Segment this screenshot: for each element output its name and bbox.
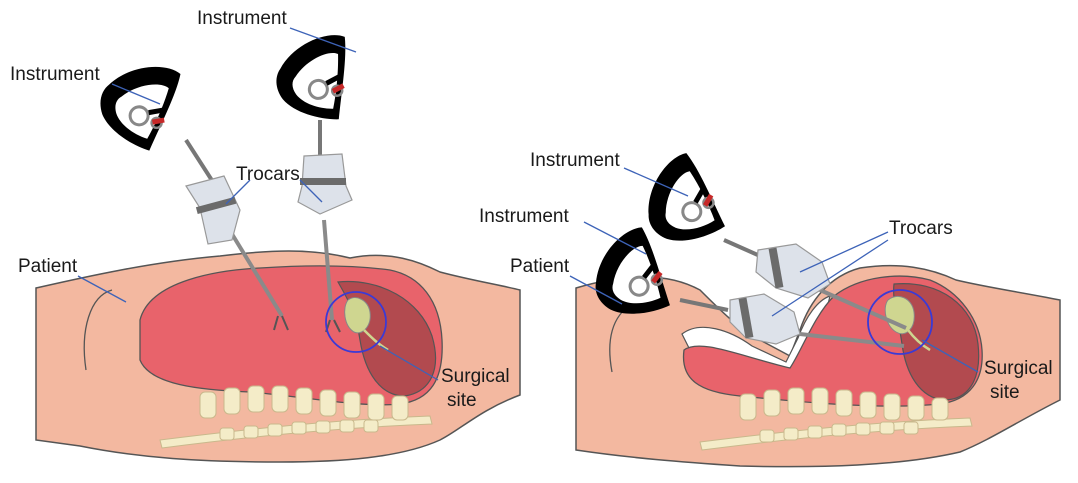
label-surgical-site-2: site (447, 390, 477, 411)
label-instrument-left: Instrument (10, 64, 100, 85)
label-patient: Patient (18, 256, 78, 277)
label-patient-2: Patient (510, 256, 570, 277)
instrument-handle-icon (95, 62, 192, 158)
trocar-upper (756, 244, 830, 298)
right-panel: Instrument Instrument Trocars Patient Su… (479, 147, 1060, 467)
label-trocars: Trocars (236, 164, 300, 185)
label-surgical-site-4: site (990, 382, 1020, 403)
left-panel: Instrument Instrument Trocars Patient Su… (10, 8, 520, 462)
label-instrument-top-2: Instrument (530, 150, 620, 171)
label-surgical-site-3: Surgical (984, 358, 1053, 379)
label-instrument-left-2: Instrument (479, 206, 569, 227)
trocar-left (186, 176, 240, 244)
label-trocars-2: Trocars (889, 218, 953, 239)
trocar-right (298, 154, 352, 214)
label-instrument-top: Instrument (197, 8, 287, 29)
label-surgical-site-1: Surgical (441, 366, 510, 387)
